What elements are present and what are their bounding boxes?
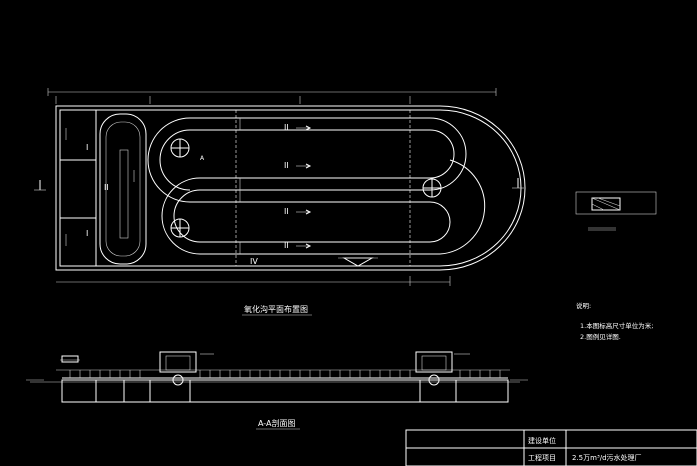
channel-label-left-1: I — [86, 143, 88, 152]
notes-heading: 说明: — [576, 301, 591, 310]
aerator-rotor-3 — [422, 178, 442, 198]
title-block: 建设单位 工程项目 2.5万m³/d污水处理厂 — [405, 429, 697, 466]
channel-label-right-1: II — [284, 123, 289, 132]
section-marker-top: A — [200, 155, 205, 162]
channel-label-left-2: II — [104, 183, 109, 192]
plan-title: 氧化沟平面布置图 — [244, 304, 308, 314]
flow-arrows — [65, 125, 312, 249]
detail-section — [575, 191, 657, 231]
channel-label-left-3: I — [86, 229, 88, 238]
section-title: A-A剖面图 — [258, 418, 295, 428]
section-view: A-A剖面图 — [26, 351, 528, 430]
plan-view: II II II II I II I IV A 氧化沟平面布置图 — [34, 88, 526, 316]
aerator-rotor-2 — [170, 218, 190, 238]
title-block-label-2: 工程项目 — [528, 453, 556, 462]
handrail-posts — [69, 370, 501, 378]
title-block-value-2: 2.5万m³/d污水处理厂 — [572, 453, 642, 462]
channel-label-bottom: IV — [250, 257, 258, 266]
title-block-label-1: 建设单位 — [528, 436, 556, 445]
notes-block: 说明: 1.本图标高尺寸单位为米; 2.图例见详图. — [576, 301, 653, 341]
aerator-rotor-1 — [170, 138, 190, 158]
channel-label-right-2: II — [284, 161, 289, 170]
notes-item-2: 2.图例见详图. — [580, 332, 621, 341]
notes-item-1: 1.本图标高尺寸单位为米; — [580, 321, 653, 330]
channel-label-right-4: II — [284, 241, 289, 250]
channel-label-right-3: II — [284, 207, 289, 216]
